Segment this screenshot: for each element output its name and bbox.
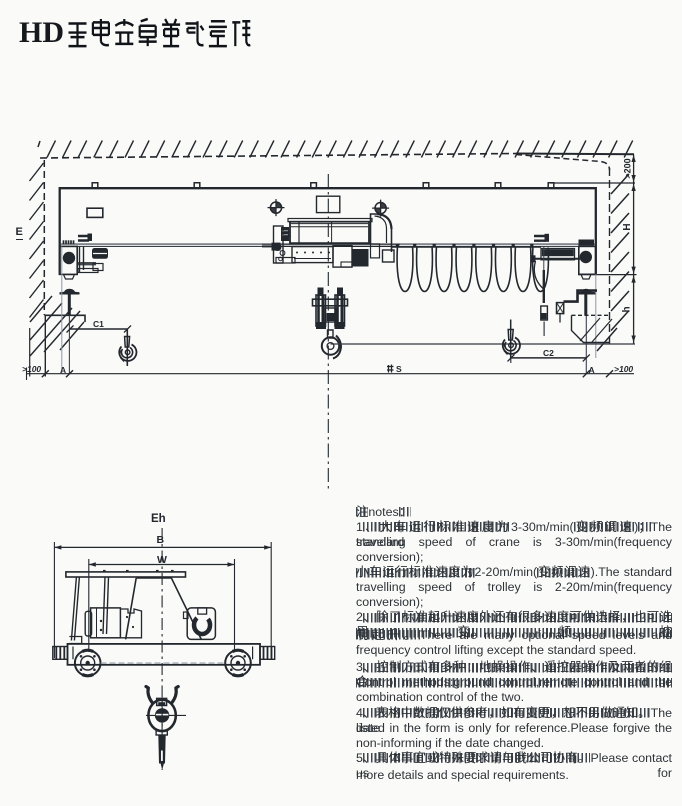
svg-text:>200: >200 [623,158,633,178]
svg-text:H: H [622,223,633,230]
svg-text:h: h [622,306,633,312]
